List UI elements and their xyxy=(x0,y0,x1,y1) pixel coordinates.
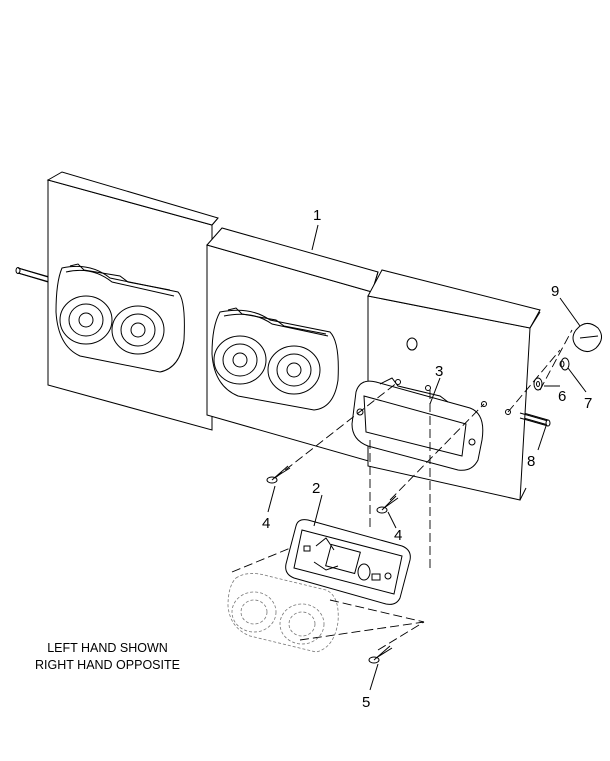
rod-front-segments xyxy=(17,267,549,427)
screw-5 xyxy=(368,645,393,664)
bracket-housing xyxy=(351,377,484,471)
callout-9: 9 xyxy=(551,283,559,300)
callout-5: 5 xyxy=(362,694,370,711)
lamp-backplate xyxy=(285,519,411,605)
assembly-lines xyxy=(231,329,573,651)
rod-end-8 xyxy=(545,419,551,427)
washer-6 xyxy=(533,377,543,391)
lens-ghost xyxy=(227,573,339,653)
callout-3: 3 xyxy=(435,363,443,380)
orientation-note: LEFT HAND SHOWN RIGHT HAND OPPOSITE xyxy=(20,640,195,674)
clip-9 xyxy=(572,323,602,352)
callout-6: 6 xyxy=(558,388,566,405)
lamp-assembly-left xyxy=(55,263,185,373)
callout-4-left: 4 xyxy=(262,515,270,532)
callout-8: 8 xyxy=(527,453,535,470)
mounting-holes xyxy=(395,337,511,415)
callout-2: 2 xyxy=(312,480,320,497)
screw-4-left xyxy=(266,465,291,484)
callout-1: 1 xyxy=(313,207,321,224)
leader-lines xyxy=(267,224,587,691)
callout-4-right: 4 xyxy=(394,527,402,544)
note-line-2: RIGHT HAND OPPOSITE xyxy=(35,658,180,672)
lamp-assembly-center xyxy=(211,307,339,411)
nut-7 xyxy=(559,357,570,371)
screw-4-right xyxy=(376,495,399,514)
note-line-1: LEFT HAND SHOWN xyxy=(47,641,168,655)
callout-7: 7 xyxy=(584,395,592,412)
